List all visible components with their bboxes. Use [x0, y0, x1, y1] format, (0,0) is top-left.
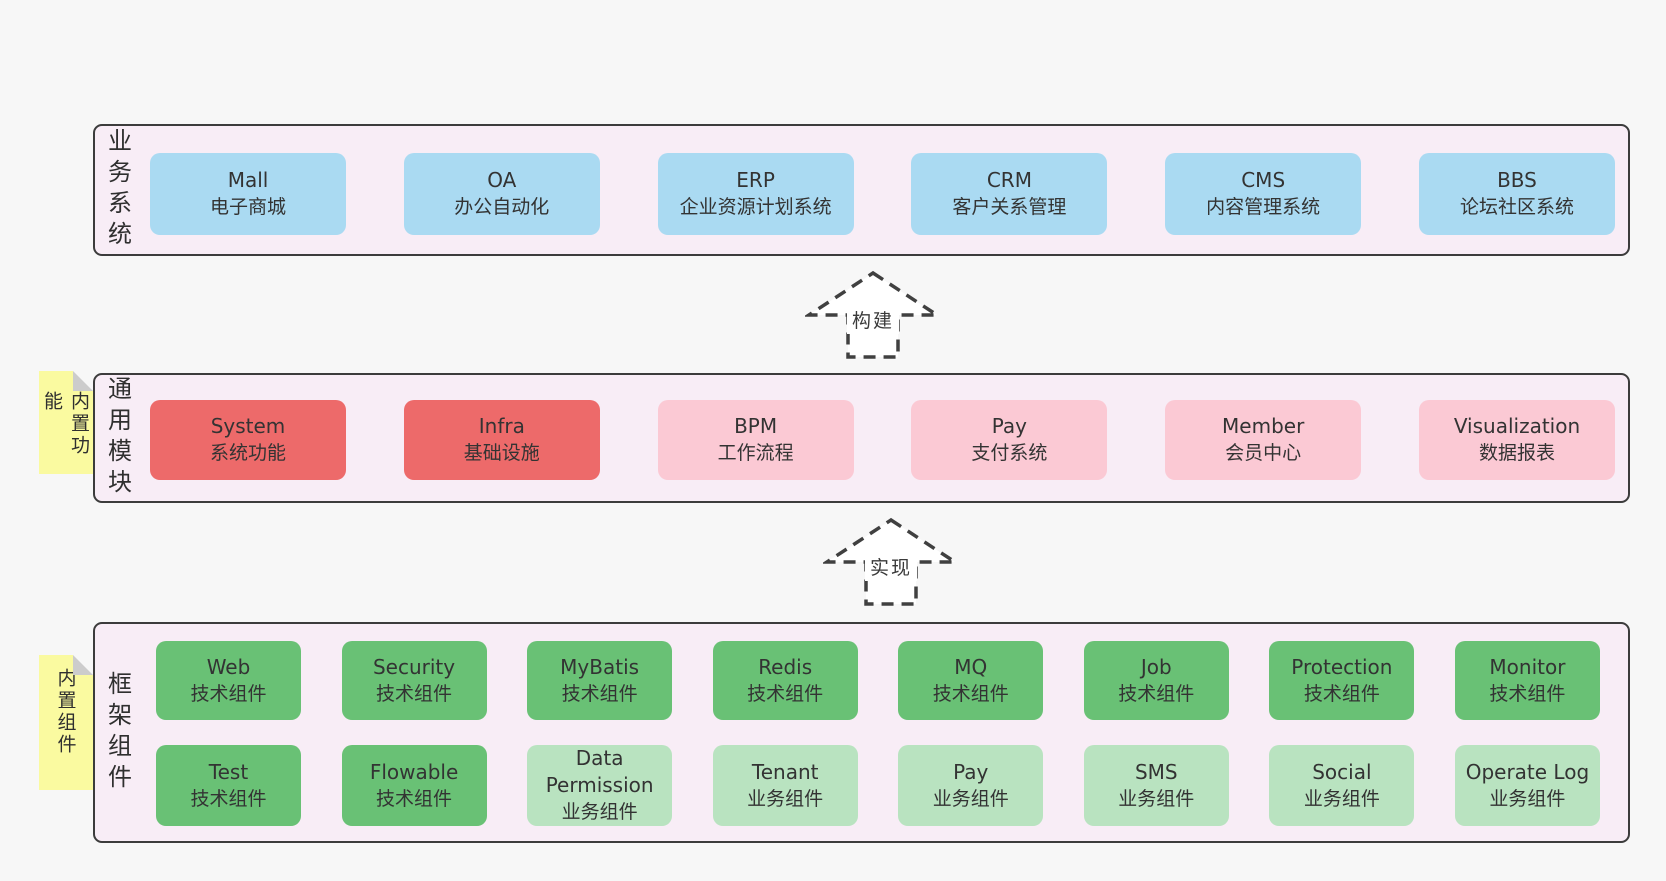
arrow-label-build: 构建: [846, 305, 900, 334]
box-social: Social 业务组件: [1269, 745, 1415, 826]
box-mall: Mall 电子商城: [150, 153, 346, 235]
box-operate-log: Operate Log 业务组件: [1454, 745, 1600, 826]
module-boxes-row: System 系统功能 Infra 基础设施 BPM 工作流程 Pay 支付系统…: [150, 400, 1615, 480]
box-crm: CRM 客户关系管理: [911, 153, 1108, 235]
panel-common-modules: 通用模块 System 系统功能 Infra 基础设施 BPM 工作流程 Pay…: [93, 373, 1630, 503]
box-security: Security 技术组件: [341, 641, 487, 720]
panel-framework-components: 框架组件 Web 技术组件 Security 技术组件 MyBatis 技术组件…: [93, 622, 1630, 843]
arrow-label-implement: 实现: [864, 552, 918, 581]
box-mq: MQ 技术组件: [898, 641, 1044, 720]
box-pay: Pay 支付系统: [911, 400, 1108, 480]
box-member: Member 会员中心: [1165, 400, 1362, 480]
business-boxes-row: Mall 电子商城 OA 办公自动化 ERP 企业资源计划系统 CRM 客户关系…: [150, 153, 1615, 235]
box-erp: ERP 企业资源计划系统: [657, 153, 854, 235]
box-data-permission: Data Permission 业务组件: [527, 745, 673, 826]
box-bpm: BPM 工作流程: [657, 400, 854, 480]
box-monitor: Monitor 技术组件: [1454, 641, 1600, 720]
implement-arrow-icon: 实现: [823, 516, 959, 608]
layer-title-framework-components: 框架组件: [103, 670, 132, 795]
box-redis: Redis 技术组件: [712, 641, 858, 720]
box-system: System 系统功能: [150, 400, 346, 480]
build-arrow-icon: 构建: [805, 269, 941, 361]
component-boxes-row-1: Web 技术组件 Security 技术组件 MyBatis 技术组件 Redi…: [156, 641, 1600, 720]
sticky-note-built-in-components: 内置组件: [39, 655, 93, 790]
panel-business-systems: 业务系统 Mall 电子商城 OA 办公自动化 ERP 企业资源计划系统 CRM…: [93, 124, 1630, 256]
box-tenant: Tenant 业务组件: [712, 745, 858, 826]
box-test: Test 技术组件: [156, 745, 301, 826]
box-infra: Infra 基础设施: [403, 400, 600, 480]
component-boxes-row-2: Test 技术组件 Flowable 技术组件 Data Permission …: [156, 745, 1600, 826]
sticky-note-label: 内置功能: [41, 391, 90, 457]
box-bbs: BBS 论坛社区系统: [1418, 153, 1615, 235]
box-flowable: Flowable 技术组件: [341, 745, 487, 826]
box-sms: SMS 业务组件: [1083, 745, 1229, 826]
box-protection: Protection 技术组件: [1269, 641, 1415, 720]
sticky-note-built-in-features: 内置功能: [39, 371, 93, 474]
sticky-note-label: 内置组件: [54, 668, 77, 756]
box-job: Job 技术组件: [1083, 641, 1229, 720]
box-oa: OA 办公自动化: [403, 153, 600, 235]
box-cms: CMS 内容管理系统: [1165, 153, 1362, 235]
box-web: Web 技术组件: [156, 641, 301, 720]
layer-title-common-modules: 通用模块: [103, 376, 132, 500]
layer-title-business-systems: 业务系统: [103, 128, 132, 252]
box-pay-business: Pay 业务组件: [898, 745, 1044, 826]
box-mybatis: MyBatis 技术组件: [527, 641, 673, 720]
box-visualization: Visualization 数据报表: [1418, 400, 1615, 480]
